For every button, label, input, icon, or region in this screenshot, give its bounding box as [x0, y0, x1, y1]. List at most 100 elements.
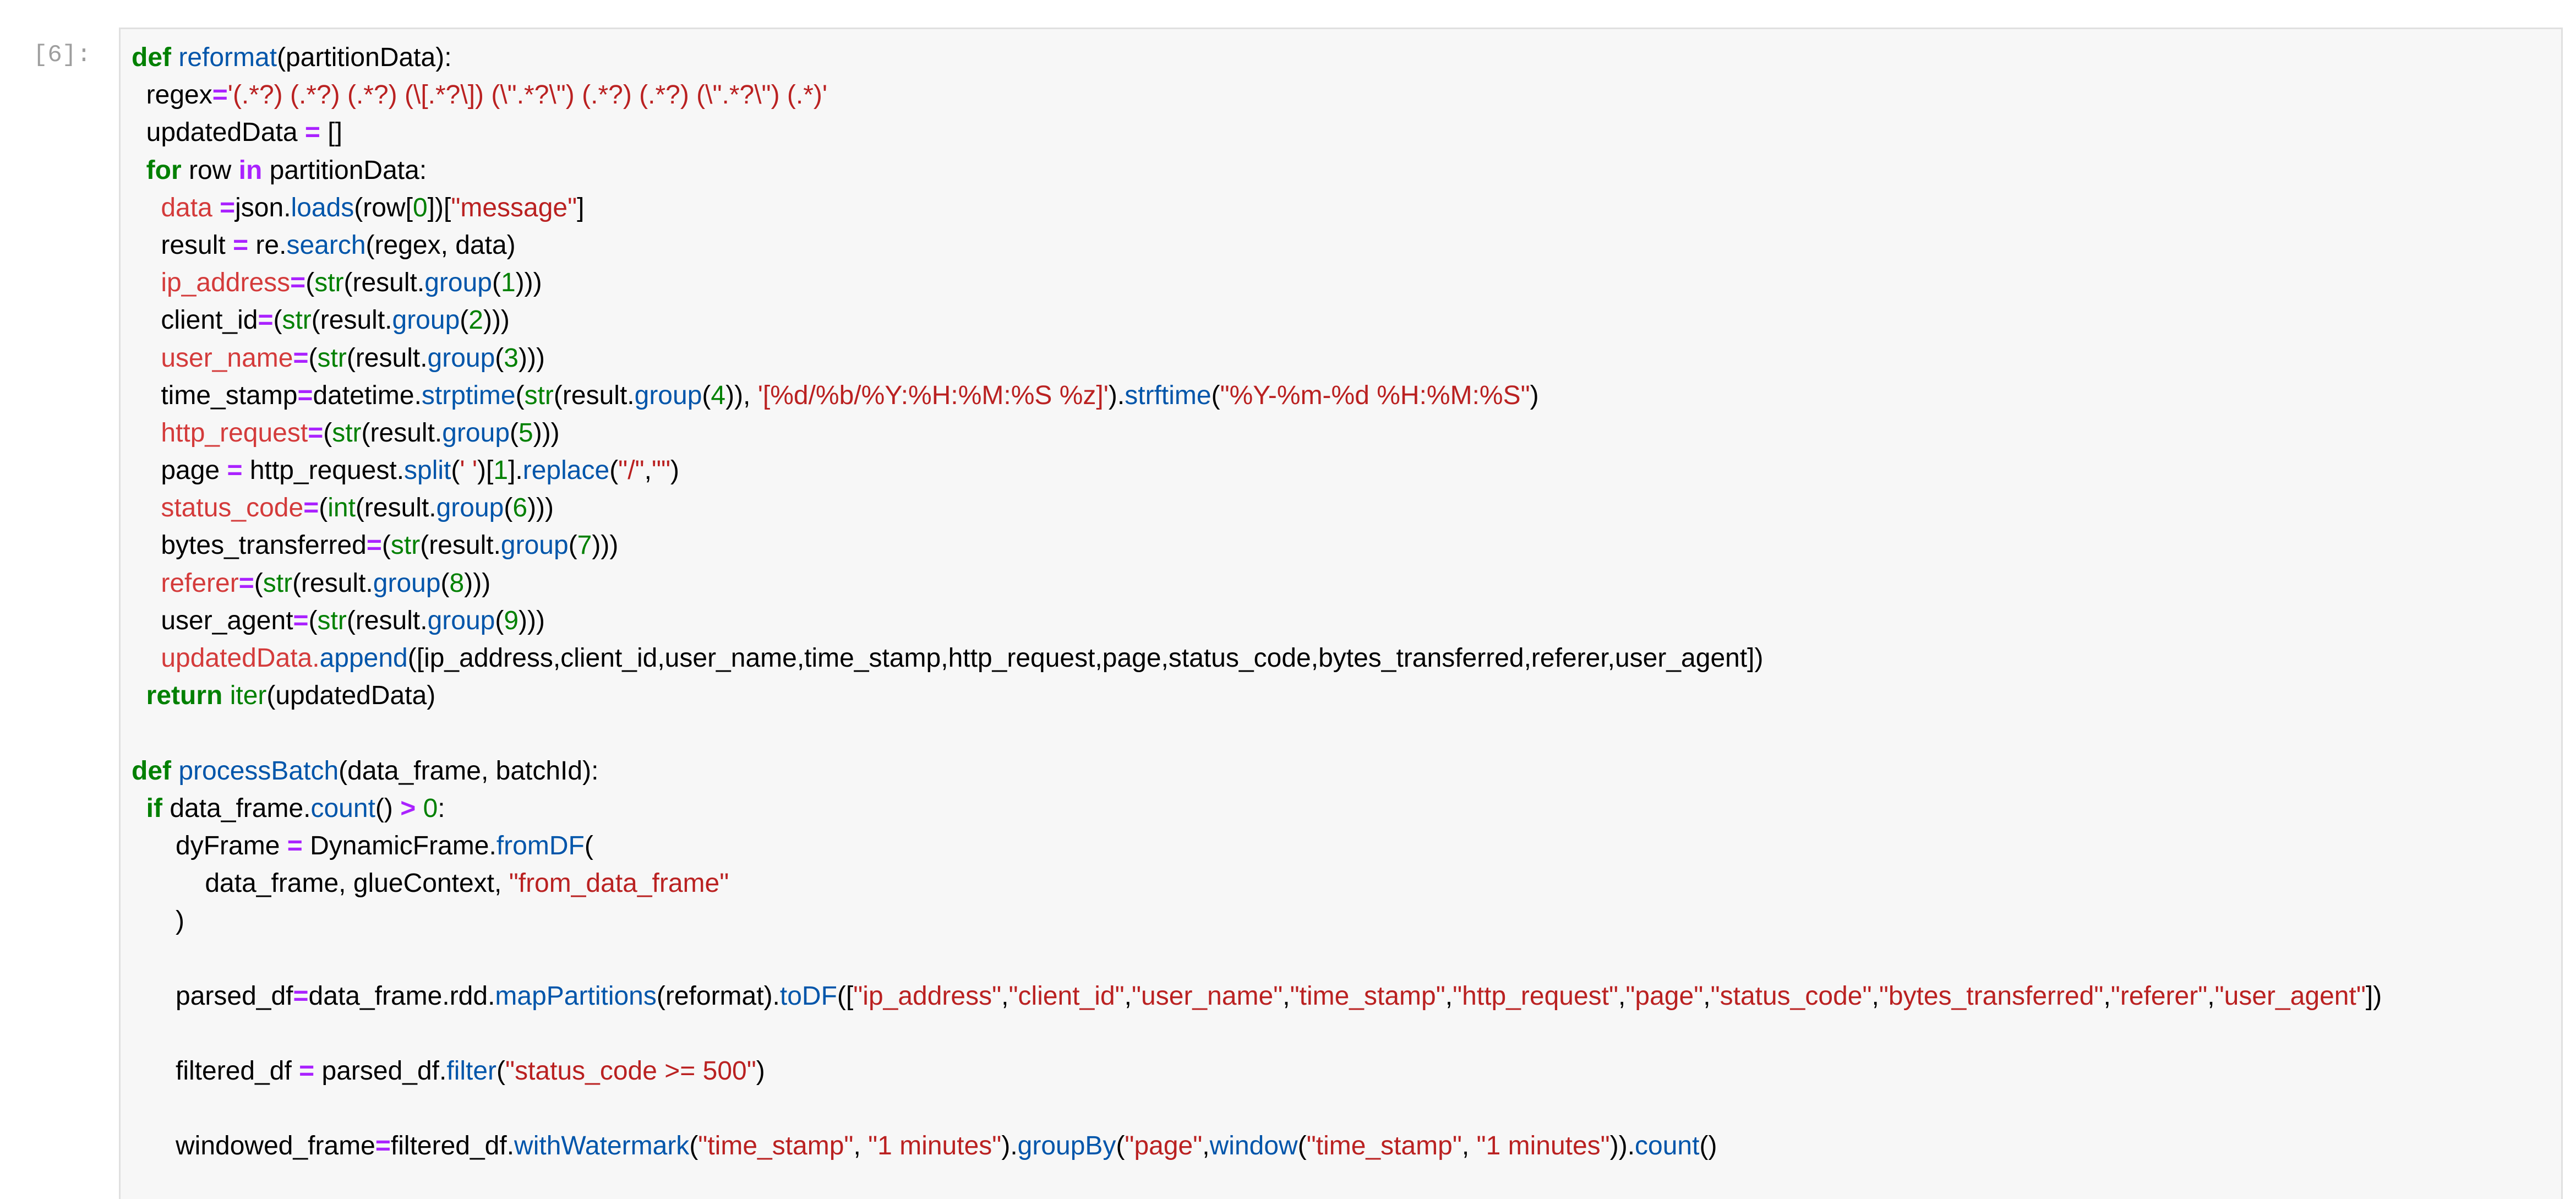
code-token: ,: [1703, 981, 1711, 1011]
code-token: json.: [235, 193, 291, 222]
code-line: windowed_frame=filtered_df.withWatermark…: [132, 1127, 2382, 1165]
code-token: str: [263, 568, 293, 598]
code-token: =: [293, 606, 309, 635]
code-cell[interactable]: def reformat(partitionData): regex='(.*?…: [119, 28, 2563, 1199]
code-token: "status_code": [1710, 981, 1872, 1011]
code-token: search: [286, 230, 366, 260]
code-token: ,: [1618, 981, 1626, 1011]
code-token: filter: [446, 1056, 497, 1086]
code-token: "from_data_frame": [509, 869, 729, 898]
code-token: partitionData:: [262, 155, 427, 185]
code-token: processBatch: [178, 756, 339, 786]
code-token: (: [254, 568, 263, 598]
code-token: ))): [464, 568, 491, 598]
code-token: ,: [1871, 981, 1879, 1011]
code-token: =: [293, 981, 309, 1011]
code-token: 4: [711, 380, 726, 410]
code-token: in: [238, 155, 263, 185]
code-token: (result.: [346, 343, 428, 373]
code-token: groupBy: [1017, 1131, 1116, 1161]
code-token: (: [451, 456, 460, 486]
code-token: =: [227, 456, 243, 486]
code-token: ,: [1124, 981, 1132, 1011]
code-token: ).: [1001, 1131, 1018, 1161]
code-token: ,: [853, 1131, 869, 1161]
code-token: for: [132, 155, 182, 185]
code-token: "user_agent": [2214, 981, 2366, 1011]
code-line: if data_frame.count() > 0:: [132, 790, 2382, 827]
code-token: mapPartitions: [495, 981, 657, 1011]
code-line: filtered_df = parsed_df.filter("status_c…: [132, 1053, 2382, 1090]
code-token: referer: [132, 568, 239, 598]
code-token: group: [442, 418, 510, 448]
code-token: (: [584, 831, 593, 860]
code-line: updatedData = []: [132, 114, 2382, 151]
code-line: for row in partitionData:: [132, 152, 2382, 189]
code-token: parsed_df.: [314, 1056, 447, 1086]
code-line: [132, 1015, 2382, 1053]
code-token: =: [308, 418, 324, 448]
code-token: (: [568, 531, 577, 560]
code-token: (: [305, 268, 315, 298]
code-token: def: [132, 756, 179, 786]
code-token: ,: [1001, 981, 1009, 1011]
code-token: =: [299, 1056, 315, 1086]
code-token: "time_stamp": [1306, 1131, 1462, 1161]
code-token: =: [366, 531, 382, 560]
code-token: row: [181, 155, 239, 185]
code-token: [416, 794, 423, 823]
code-token: (result.: [343, 268, 425, 298]
code-editor[interactable]: def reformat(partitionData): regex='(.*?…: [132, 39, 2382, 1165]
code-token: data_frame.: [162, 793, 311, 823]
code-token: (partitionData):: [277, 43, 452, 72]
code-token: (result.: [311, 306, 392, 335]
code-token: =: [293, 343, 309, 373]
code-token: 8: [449, 568, 465, 598]
code-token: 3: [504, 343, 519, 373]
code-token: ): [132, 906, 184, 936]
code-token: =: [287, 831, 303, 860]
code-token: =: [290, 268, 306, 298]
code-line: http_request=(str(result.group(5))): [132, 415, 2382, 452]
code-line: client_id=(str(result.group(2))): [132, 302, 2382, 339]
code-token: updatedData.: [132, 644, 320, 673]
code-line: time_stamp=datetime.strptime(str(result.…: [132, 377, 2382, 415]
code-line: user_agent=(str(result.group(9))): [132, 602, 2382, 640]
code-token: (: [323, 418, 332, 448]
code-token: "ip_address": [853, 981, 1002, 1011]
code-token: 9: [504, 606, 519, 635]
code-token: =: [297, 380, 313, 410]
code-token: (reformat).: [656, 981, 780, 1011]
code-token: ]): [2365, 981, 2382, 1011]
code-token: fromDF: [496, 831, 585, 860]
code-token: status_code: [132, 493, 304, 523]
code-token: strftime: [1125, 380, 1211, 410]
code-token: ): [1530, 380, 1539, 410]
code-token: filtered_df.: [390, 1131, 515, 1161]
code-token: (: [504, 493, 513, 523]
code-token: ,: [1202, 1131, 1210, 1161]
code-token: )),: [725, 380, 758, 410]
code-token: str: [317, 343, 347, 373]
code-token: ' ': [460, 456, 478, 486]
code-token: )[: [477, 456, 494, 486]
code-token: =: [212, 80, 228, 110]
code-token: (: [689, 1131, 698, 1161]
code-token: "1 minutes": [868, 1131, 1002, 1161]
code-token: DynamicFrame.: [302, 831, 496, 860]
code-token: 0: [423, 793, 438, 823]
code-token: ,: [2207, 981, 2215, 1011]
code-token: toDF: [779, 981, 837, 1011]
code-token: '(.*?) (.*?) (.*?) (\[.*?\]) (\".*?\") (…: [227, 80, 828, 110]
code-token: windowed_frame: [132, 1131, 375, 1161]
code-line: ip_address=(str(result.group(1))): [132, 264, 2382, 302]
code-token: =: [258, 306, 274, 335]
code-token: split: [404, 456, 451, 486]
code-token: group: [634, 380, 702, 410]
code-token: (: [1211, 380, 1220, 410]
code-token: (: [1297, 1131, 1307, 1161]
code-token: (: [308, 606, 318, 635]
code-token: bytes_transferred: [132, 531, 367, 560]
code-token: http_request: [132, 418, 308, 448]
code-token: (regex, data): [365, 230, 516, 260]
